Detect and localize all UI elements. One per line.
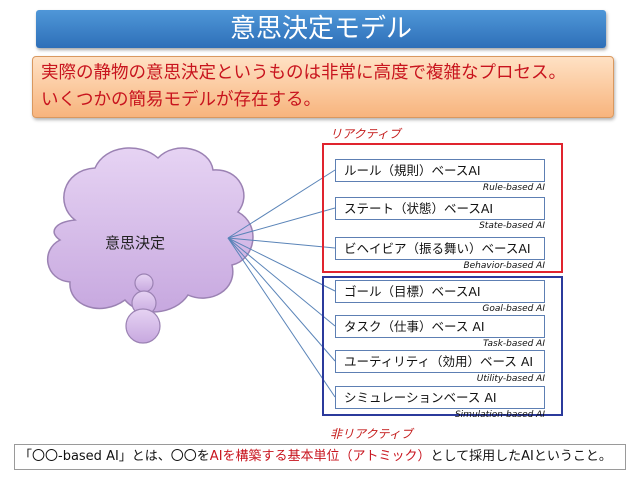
cloud-label: 意思決定 bbox=[104, 234, 165, 252]
intro-line-1: 実際の静物の意思決定というものは非常に高度で複雑なプロセス。 bbox=[41, 63, 566, 83]
model-simulation-based-en: Simulation-based AI bbox=[454, 410, 545, 420]
decision-cloud bbox=[46, 147, 254, 313]
reactive-label: リアクティブ bbox=[330, 127, 401, 141]
model-simulation-based: シミュレーションベース AI bbox=[335, 386, 545, 409]
intro-callout: 実際の静物の意思決定というものは非常に高度で複雑なプロセス。 いくつかの簡易モデ… bbox=[32, 56, 614, 118]
nonreactive-group-frame bbox=[322, 276, 563, 416]
model-goal-based-en: Goal-based AI bbox=[482, 304, 545, 314]
model-utility-based: ユーティリティ（効用）ベース AI bbox=[335, 350, 545, 373]
model-goal-based: ゴール（目標）ベースAI bbox=[335, 280, 545, 303]
conclusion-highlight: AIを構築する基本単位（アトミック） bbox=[209, 449, 431, 464]
model-state-based: ステート（状態）ベースAI bbox=[335, 197, 545, 220]
thought-bubble-1 bbox=[134, 273, 154, 293]
conclusion-part-1: 「〇〇-based AI」とは、〇〇を bbox=[19, 449, 210, 464]
model-task-based-en: Task-based AI bbox=[482, 339, 545, 349]
nonreactive-label: 非リアクティブ bbox=[330, 427, 413, 441]
page-title: 意思決定モデル bbox=[36, 10, 606, 48]
model-state-based-en: State-based AI bbox=[479, 221, 545, 231]
model-rule-based-en: Rule-based AI bbox=[482, 183, 545, 193]
model-task-based: タスク（仕事）ベース AI bbox=[335, 315, 545, 338]
conclusion-box: 「〇〇-based AI」とは、〇〇をAIを構築する基本単位（アトミック）として… bbox=[14, 444, 626, 470]
thought-bubble-3 bbox=[125, 308, 161, 344]
intro-line-2: いくつかの簡易モデルが存在する。 bbox=[41, 90, 321, 110]
reactive-group-frame bbox=[322, 143, 563, 273]
model-utility-based-en: Utility-based AI bbox=[476, 374, 545, 384]
model-rule-based: ルール（規則）ベースAI bbox=[335, 159, 545, 182]
model-behavior-based-en: Behavior-based AI bbox=[463, 261, 545, 271]
conclusion-part-3: として採用したAIということ。 bbox=[430, 449, 612, 464]
connector-lines bbox=[227, 169, 336, 398]
model-behavior-based: ビヘイビア（振る舞い）ベースAI bbox=[335, 237, 545, 260]
